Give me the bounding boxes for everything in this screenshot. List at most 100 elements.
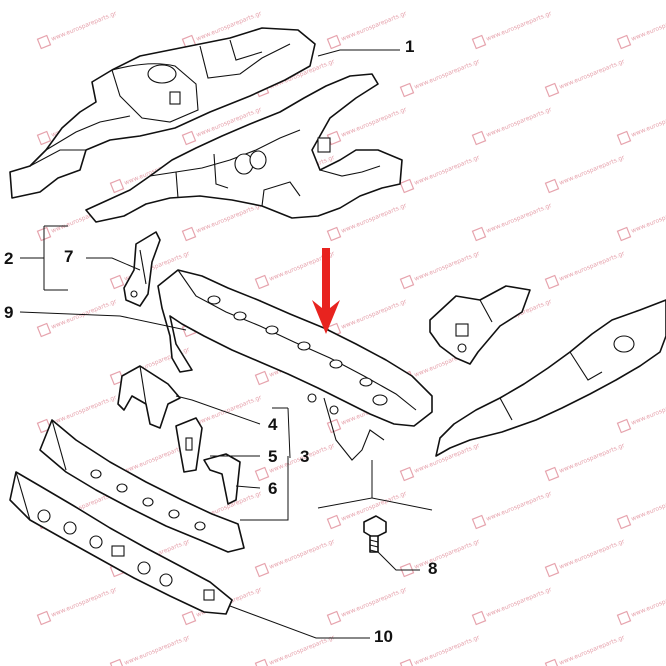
watermark-text: www.eurospareparts.gr — [630, 490, 666, 523]
watermark-logo-icon — [109, 274, 125, 290]
watermark-text: www.eurospareparts.gr — [413, 250, 481, 283]
watermark-tile: www.eurospareparts.gr — [326, 10, 408, 50]
watermark-logo-icon — [471, 226, 487, 242]
watermark-logo-icon — [254, 274, 270, 290]
watermark-tile: www.eurospareparts.gr — [399, 154, 481, 194]
part-1-inner-side-member — [85, 73, 403, 223]
watermark-tile: www.eurospareparts.gr — [616, 10, 666, 50]
watermark-logo-icon — [616, 610, 632, 626]
watermark-text: www.eurospareparts.gr — [413, 58, 481, 91]
watermark-tile: www.eurospareparts.gr — [471, 202, 553, 242]
watermark-logo-icon — [544, 82, 560, 98]
watermark-tile: www.eurospareparts.gr — [616, 202, 666, 242]
watermark-logo-icon — [471, 514, 487, 530]
part-8-bolt — [363, 515, 387, 553]
part-3-upper-beam — [39, 419, 245, 553]
watermark-tile: www.eurospareparts.gr — [471, 106, 553, 146]
watermark-logo-icon — [36, 418, 52, 434]
watermark-text: www.eurospareparts.gr — [630, 586, 666, 619]
watermark-logo-icon — [399, 82, 415, 98]
watermark-logo-icon — [399, 178, 415, 194]
callout-5: 5 — [268, 447, 277, 466]
callout-10: 10 — [374, 627, 393, 646]
watermark-logo-icon — [544, 274, 560, 290]
watermark-logo-icon — [399, 274, 415, 290]
part-9-cross-member — [157, 269, 433, 461]
part-4-bracket — [117, 365, 181, 429]
watermark-logo-icon — [254, 370, 270, 386]
watermark-text: www.eurospareparts.gr — [268, 538, 336, 571]
watermark-tile: www.eurospareparts.gr — [181, 202, 263, 242]
watermark-logo-icon — [36, 610, 52, 626]
watermark-logo-icon — [616, 418, 632, 434]
watermark-logo-icon — [616, 226, 632, 242]
watermark-logo-icon — [471, 610, 487, 626]
watermark-text: www.eurospareparts.gr — [195, 202, 263, 235]
watermark-text: www.eurospareparts.gr — [50, 586, 118, 619]
red-indicator-arrow — [312, 248, 340, 334]
watermark-text: www.eurospareparts.gr — [413, 538, 481, 571]
watermark-logo-icon — [399, 562, 415, 578]
watermark-text: www.eurospareparts.gr — [558, 58, 626, 91]
watermark-text: www.eurospareparts.gr — [630, 106, 666, 139]
watermark-tile: www.eurospareparts.gr — [399, 634, 481, 666]
watermark-logo-icon — [471, 34, 487, 50]
watermark-text: www.eurospareparts.gr — [630, 394, 666, 427]
part-6-bracket — [203, 453, 241, 505]
watermark-logo-icon — [181, 610, 197, 626]
watermark-logo-icon — [109, 178, 125, 194]
watermark-text: www.eurospareparts.gr — [485, 106, 553, 139]
watermark-logo-icon — [544, 658, 560, 666]
watermark-logo-icon — [399, 466, 415, 482]
watermark-logo-icon — [326, 610, 342, 626]
watermark-tile: www.eurospareparts.gr — [544, 250, 626, 290]
watermark-tile: www.eurospareparts.gr — [544, 442, 626, 482]
watermark-text: www.eurospareparts.gr — [485, 586, 553, 619]
watermark-tile: www.eurospareparts.gr — [544, 538, 626, 578]
watermark-logo-icon — [36, 130, 52, 146]
watermark-logo-icon — [544, 178, 560, 194]
watermark-logo-icon — [254, 658, 270, 666]
watermark-logo-icon — [616, 514, 632, 530]
watermark-text: www.eurospareparts.gr — [558, 634, 626, 666]
watermark-text: www.eurospareparts.gr — [123, 634, 191, 666]
watermark-text: www.eurospareparts.gr — [630, 10, 666, 43]
watermark-text: www.eurospareparts.gr — [413, 634, 481, 666]
watermark-tile: www.eurospareparts.gr — [36, 586, 118, 626]
watermark-logo-icon — [471, 130, 487, 146]
right-side-member — [435, 299, 666, 457]
part-7-bracket — [123, 231, 161, 307]
watermark-tile: www.eurospareparts.gr — [616, 490, 666, 530]
watermark-tile: www.eurospareparts.gr — [616, 586, 666, 626]
watermark-tile: www.eurospareparts.gr — [36, 298, 118, 338]
watermark-tile: www.eurospareparts.gr — [326, 298, 408, 338]
watermark-logo-icon — [326, 514, 342, 530]
callout-6: 6 — [268, 479, 277, 498]
part-5-bracket — [175, 417, 203, 473]
watermark-text: www.eurospareparts.gr — [413, 154, 481, 187]
engine-mount-bracket — [429, 285, 531, 365]
watermark-logo-icon — [326, 34, 342, 50]
watermark-tile: www.eurospareparts.gr — [399, 250, 481, 290]
watermark-text: www.eurospareparts.gr — [485, 202, 553, 235]
watermark-text: www.eurospareparts.gr — [340, 298, 408, 331]
watermark-logo-icon — [36, 34, 52, 50]
watermark-text: www.eurospareparts.gr — [630, 202, 666, 235]
watermark-text: www.eurospareparts.gr — [50, 10, 118, 43]
watermark-text: www.eurospareparts.gr — [50, 394, 118, 427]
watermark-tile: www.eurospareparts.gr — [36, 10, 118, 50]
watermark-tile: www.eurospareparts.gr — [326, 586, 408, 626]
callout-9: 9 — [4, 303, 13, 322]
watermark-logo-icon — [36, 322, 52, 338]
watermark-tile: www.eurospareparts.gr — [616, 106, 666, 146]
watermark-tile: www.eurospareparts.gr — [616, 394, 666, 434]
callout-7: 7 — [64, 247, 73, 266]
watermark-logo-icon — [326, 226, 342, 242]
watermark-tile: www.eurospareparts.gr — [399, 58, 481, 98]
watermark-tile: www.eurospareparts.gr — [471, 490, 553, 530]
watermark-text: www.eurospareparts.gr — [558, 154, 626, 187]
watermark-logo-icon — [254, 466, 270, 482]
watermark-tile: www.eurospareparts.gr — [544, 58, 626, 98]
watermark-tile: www.eurospareparts.gr — [254, 634, 336, 666]
watermark-logo-icon — [181, 226, 197, 242]
